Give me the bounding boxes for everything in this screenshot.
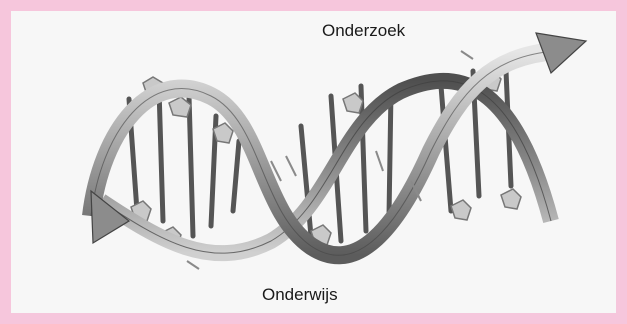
base-pair <box>389 91 391 216</box>
bond <box>286 156 296 176</box>
strand-arrowhead <box>536 33 586 73</box>
sugar-ring <box>451 200 471 220</box>
bond <box>187 261 199 269</box>
base-pair <box>159 89 163 221</box>
base-pair <box>233 141 239 211</box>
figure-panel: Onderzoek Onderwijs <box>11 11 616 313</box>
base-pair <box>189 96 193 236</box>
bond <box>461 51 473 59</box>
label-onderwijs: Onderwijs <box>256 284 344 306</box>
sugar-ring <box>501 189 521 209</box>
dna-helix-illustration <box>11 11 616 313</box>
base-pair <box>361 86 366 231</box>
bond <box>376 151 383 171</box>
label-onderzoek: Onderzoek <box>316 20 411 42</box>
